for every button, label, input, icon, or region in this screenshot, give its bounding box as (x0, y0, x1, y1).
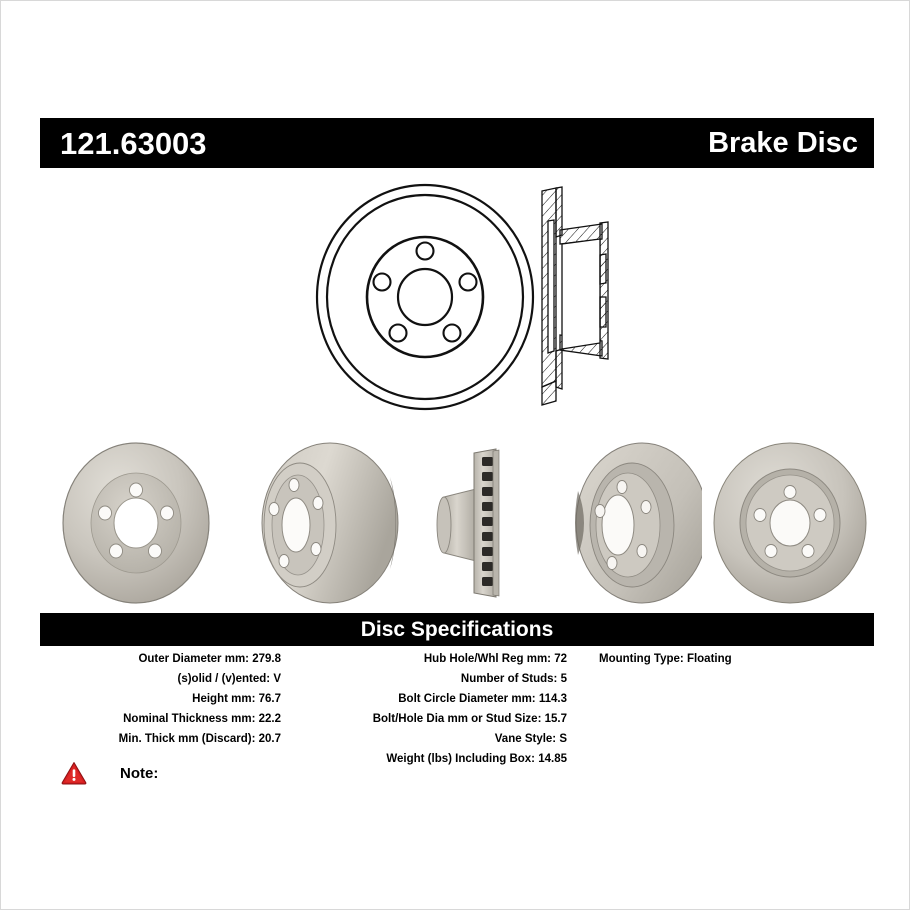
spec-value: 20.7 (258, 733, 281, 745)
rotor-front-face-photo (62, 442, 210, 604)
spec-label: Hub Hole/Whl Reg mm: (423, 653, 555, 665)
spec-value: 72 (554, 653, 567, 665)
spec-value: 22.2 (258, 713, 281, 725)
warning-triangle-icon (61, 762, 87, 785)
rotor-rear-face-photo (713, 442, 867, 604)
technical-drawing-area (40, 173, 874, 431)
spec-label: Nominal Thickness mm: (123, 713, 259, 725)
spec-row: Bolt Circle Diameter mm: 114.3 (295, 689, 567, 709)
spec-column-right: Mounting Type: Floating (585, 649, 874, 769)
spec-row: Min. Thick mm (Discard): 20.7 (40, 729, 281, 749)
spec-label: Height mm: (192, 693, 259, 705)
spec-row: Hub Hole/Whl Reg mm: 72 (295, 649, 567, 669)
note-row: Note: (40, 753, 874, 793)
spec-row: Outer Diameter mm: 279.8 (40, 649, 281, 669)
title-bar: 121.63003 Brake Disc (40, 118, 874, 168)
spec-label: Vane Style: (494, 733, 560, 745)
spec-header-title: Disc Specifications (360, 618, 554, 641)
spec-label: Weight (lbs) Including Box: (386, 753, 539, 765)
spec-value: 279.8 (252, 653, 281, 665)
rotor-angled-reverse-photo (575, 442, 702, 604)
spec-value: 14.85 (538, 753, 567, 765)
spec-value: Floating (686, 653, 732, 665)
spec-value: 76.7 (258, 693, 281, 705)
spec-value: V (273, 673, 281, 685)
rotor-angled-hat-side-photo (261, 442, 399, 604)
spec-label: (s)olid / (v)ented: (177, 673, 274, 685)
spec-label: Mounting Type: (599, 653, 687, 665)
spec-value: 15.7 (544, 713, 567, 725)
product-photo-strip (40, 439, 874, 611)
spec-label: Number of Studs: (460, 673, 561, 685)
rotor-cross-section-line-drawing (541, 186, 609, 406)
spec-header-bar: Disc Specifications (40, 613, 874, 646)
spec-label: Bolt Circle Diameter mm: (398, 693, 539, 705)
spec-value: S (559, 733, 567, 745)
spec-column-left: Outer Diameter mm: 279.8 (s)olid / (v)en… (40, 649, 295, 769)
spec-row: Mounting Type: Floating (599, 649, 874, 669)
spec-row: Vane Style: S (295, 729, 567, 749)
spec-row: Number of Studs: 5 (295, 669, 567, 689)
spec-value: 5 (560, 673, 567, 685)
spec-column-middle: Hub Hole/Whl Reg mm: 72 Number of Studs:… (295, 649, 585, 769)
spec-label: Bolt/Hole Dia mm or Stud Size: (372, 713, 545, 725)
spec-row: Weight (lbs) Including Box: 14.85 (295, 749, 567, 769)
spec-label: Min. Thick mm (Discard): (118, 733, 259, 745)
part-number: 121.63003 (60, 125, 207, 161)
note-label: Note: (120, 764, 159, 782)
spec-row: Height mm: 76.7 (40, 689, 281, 709)
spec-body: Outer Diameter mm: 279.8 (s)olid / (v)en… (40, 649, 874, 769)
product-type-label: Brake Disc (708, 126, 858, 159)
spec-row: Bolt/Hole Dia mm or Stud Size: 15.7 (295, 709, 567, 729)
rotor-face-line-drawing (315, 183, 535, 411)
spec-value: 114.3 (538, 693, 567, 705)
spec-row: (s)olid / (v)ented: V (40, 669, 281, 689)
spec-row: Nominal Thickness mm: 22.2 (40, 709, 281, 729)
rotor-edge-vented-photo (436, 448, 500, 598)
spec-label: Outer Diameter mm: (138, 653, 253, 665)
